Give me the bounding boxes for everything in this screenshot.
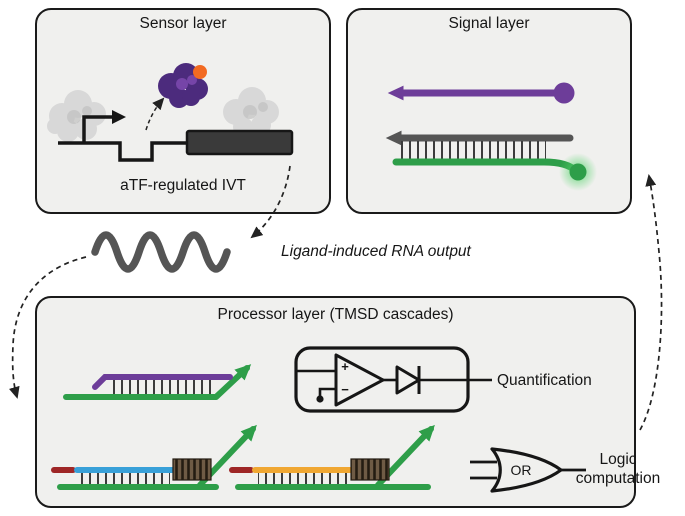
opamp-minus-sign: − <box>341 382 349 397</box>
base-pair-ticks <box>108 380 214 394</box>
gene-box <box>185 129 294 156</box>
opamp-plus-sign: + <box>341 359 349 374</box>
ivt-caption: aTF-regulated IVT <box>120 177 246 194</box>
ligand-dot <box>193 65 207 79</box>
dashed-arrow-to-polymerase <box>145 97 165 131</box>
arrow-processor-to-signal <box>639 174 663 431</box>
logic-gate-blue <box>51 424 257 490</box>
logic-computation-label: Logic computation <box>575 451 661 487</box>
atf-protein-blob-right <box>223 87 279 137</box>
atf-protein-blob-left <box>47 90 106 142</box>
duplex-bottom-strand-green <box>392 158 580 175</box>
processor-panel-title: Processor layer (TMSD cascades) <box>217 306 454 323</box>
sensor-panel-title: Sensor layer <box>139 15 227 32</box>
toehold-domain-hatch <box>351 459 389 480</box>
rna-output-caption: Ligand-induced RNA output <box>281 243 471 260</box>
toehold-domain-hatch <box>173 459 211 480</box>
or-gate-label: OR <box>510 462 532 478</box>
amplifier-circuit <box>294 346 492 413</box>
quencher-dot <box>553 82 575 104</box>
promoter-arrowhead-icon <box>112 110 126 124</box>
signal-panel-title: Signal layer <box>448 15 530 32</box>
fluorophore-dot <box>569 163 587 181</box>
or-gate-body-icon <box>490 447 563 493</box>
amp-feedback-wire <box>318 387 336 399</box>
arrow-rna-to-processor <box>8 256 87 399</box>
promoter-arrow <box>82 115 112 143</box>
input-strand-purple <box>92 374 233 390</box>
rna-polymerase-protein <box>158 63 208 108</box>
sensor-layer-graphics <box>47 63 294 162</box>
flow-arrows <box>8 165 663 431</box>
base-pair-ticks <box>80 473 170 484</box>
dna-template-line <box>58 141 188 162</box>
rna-wave <box>91 231 231 273</box>
diode-triangle-icon <box>395 365 421 395</box>
or-gate <box>470 447 586 493</box>
signal-layer-graphics <box>385 82 597 191</box>
template-strand-green <box>63 364 252 400</box>
base-pair-ticks <box>400 141 546 159</box>
tmsd-duplex-purple-green <box>63 364 252 400</box>
or-input-wires <box>470 460 497 480</box>
quantification-label: Quantification <box>497 372 592 389</box>
processor-layer-graphics <box>51 346 586 493</box>
opamp-triangle-icon <box>334 353 385 407</box>
logic-gate-yellow <box>229 424 435 490</box>
arrow-sensor-to-rna <box>250 165 291 239</box>
base-pair-ticks <box>258 473 348 484</box>
